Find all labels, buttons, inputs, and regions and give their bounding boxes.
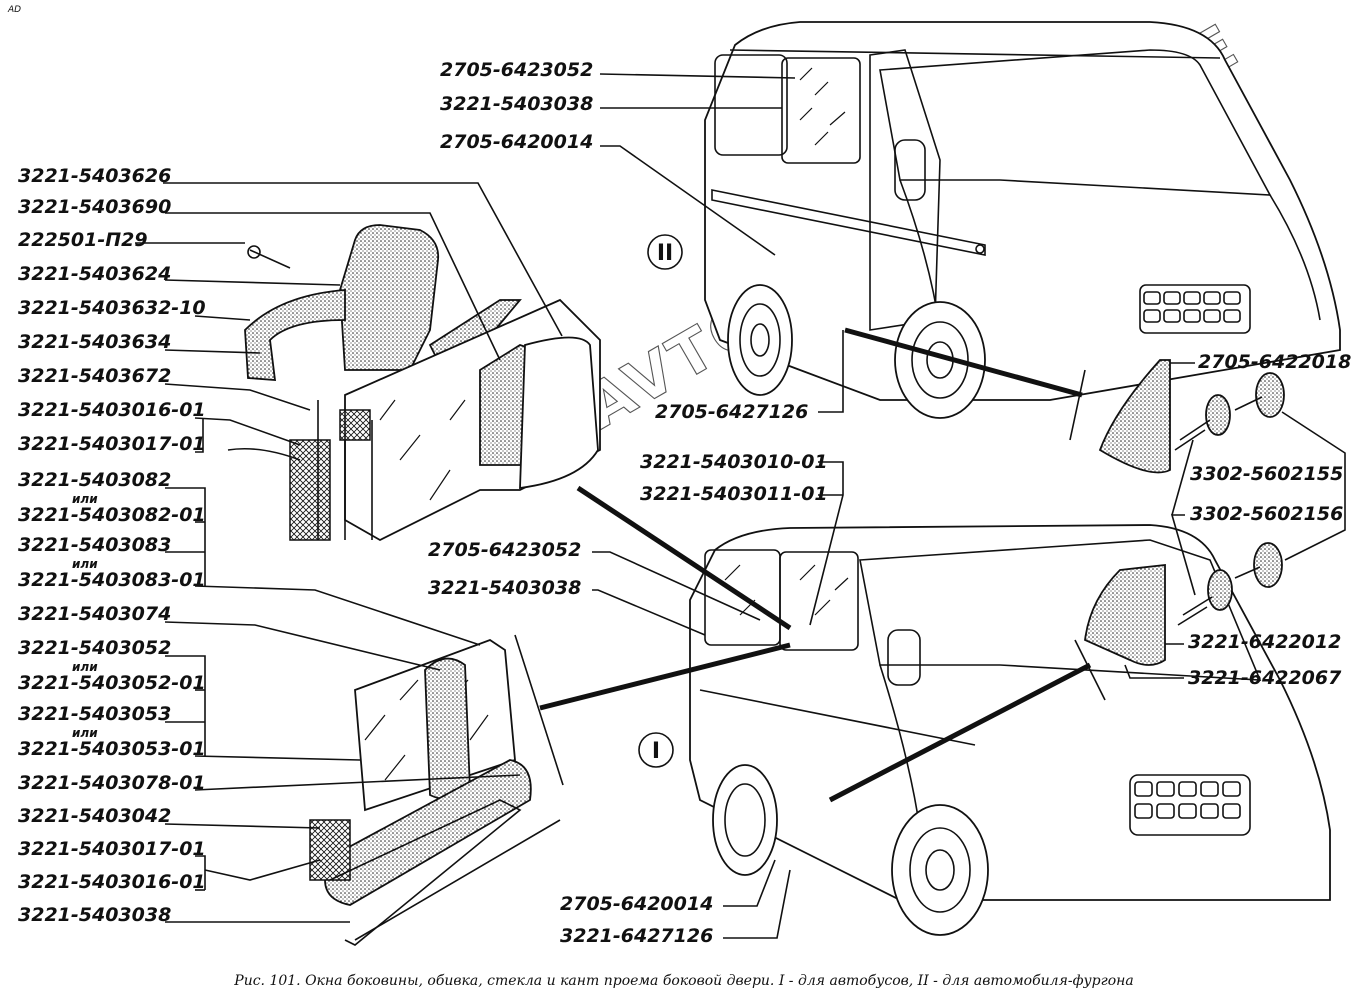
part-label: 3221-5403624 (18, 263, 171, 285)
part-label: 3221-5403017-01 (18, 838, 206, 860)
part-label: 3221-5403053-01 (18, 738, 206, 760)
part-label: 2705-6422018 (1198, 351, 1351, 373)
or-label: или (72, 726, 98, 740)
part-label: 3221-5403052-01 (18, 672, 206, 694)
part-label: 2705-6423052 (440, 59, 593, 81)
svg-text:II: II (657, 241, 673, 266)
part-label: 3302-5602155 (1190, 463, 1343, 485)
part-label: 3221-5403038 (440, 93, 593, 115)
part-label: 3221-6427126 (560, 925, 713, 947)
part-label: 3221-5403011-01 (640, 483, 828, 505)
part-label: 3221-5403053 (18, 703, 171, 725)
left-lower-labels: 3221-5403082 или 3221-5403082-01 3221-54… (18, 469, 206, 926)
left-upper-labels: 3221-5403626 3221-5403690 222501-П29 322… (18, 165, 206, 455)
part-label: 3221-5403052 (18, 637, 171, 659)
right-labels: 2705-6422018 3302-5602155 3302-5602156 3… (1188, 351, 1351, 689)
bus-grille (1134, 781, 1241, 819)
part-label: 3221-5403690 (18, 196, 171, 218)
bolt-icon (247, 245, 291, 269)
part-label: 3221-5403038 (428, 577, 581, 599)
part-label: 3221-5403632-10 (18, 297, 206, 319)
part-label: 3221-5403017-01 (18, 433, 206, 455)
part-label: 3221-5403082-01 (18, 504, 206, 526)
variant-marker-van: II (647, 234, 683, 270)
part-label: 3302-5602156 (1190, 503, 1343, 525)
part-label: 3221-5403074 (18, 603, 171, 625)
corner-mark: AD (7, 5, 21, 15)
van-labels: 2705-6423052 3221-5403038 2705-6420014 2… (440, 59, 808, 423)
van-grille (1143, 291, 1241, 323)
leader-lines (135, 73, 1346, 939)
part-label: 3221-5403016-01 (18, 399, 206, 421)
or-label: или (72, 660, 98, 674)
figure-caption: Рис. 101. Окна боковины, обивка, стекла … (233, 973, 1133, 989)
part-label: 2705-6423052 (428, 539, 581, 561)
part-label: 3221-6422012 (1188, 631, 1341, 653)
part-label: 3221-5403672 (18, 365, 171, 387)
part-label: 3221-5403083 (18, 534, 171, 556)
part-label: 2705-6427126 (655, 401, 808, 423)
part-label: 3221-5403010-01 (640, 451, 828, 473)
bus-labels: 3221-5403010-01 3221-5403011-01 2705-642… (428, 451, 828, 947)
part-label: 3221-5403083-01 (18, 569, 206, 591)
part-label: 2705-6420014 (560, 893, 713, 915)
svg-text:I: I (652, 739, 660, 764)
part-label: 222501-П29 (18, 229, 148, 251)
part-label: 3221-5403082 (18, 469, 171, 491)
part-label: 3221-5403038 (18, 904, 171, 926)
lower-detail-illustration (309, 638, 561, 946)
clip-icon (1174, 372, 1285, 626)
part-label: 3221-5403078-01 (18, 772, 206, 794)
fastener-detail-illustration (1084, 359, 1285, 666)
or-label: или (72, 557, 98, 571)
part-label: 3221-5403042 (18, 805, 171, 827)
van-illustration (704, 21, 1341, 419)
bus-illustration (689, 524, 1331, 936)
upper-detail-illustration (227, 224, 601, 542)
part-label: 3221-6422067 (1188, 667, 1342, 689)
or-label: или (72, 492, 98, 506)
variant-marker-bus: I (638, 732, 674, 768)
part-label: 2705-6420014 (440, 131, 593, 153)
part-label: 3221-5403634 (18, 331, 171, 353)
part-label: 3221-5403626 (18, 165, 171, 187)
part-label: 3221-5403016-01 (18, 871, 206, 893)
